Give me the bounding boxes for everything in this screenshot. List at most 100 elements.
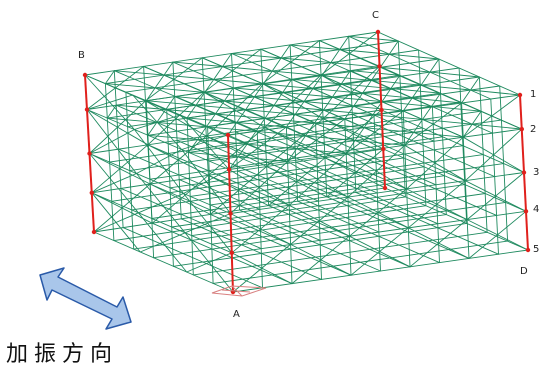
grid-member — [113, 196, 406, 242]
cross-brace — [326, 148, 384, 198]
brace-member — [422, 118, 473, 125]
vertical-member — [315, 122, 322, 280]
cross-brace — [230, 161, 289, 214]
grid-member — [147, 92, 441, 136]
brace-member — [262, 83, 314, 90]
excitation-direction-arrow — [39, 267, 132, 330]
grid-member — [268, 205, 411, 268]
cross-brace — [209, 166, 268, 215]
grid-member — [212, 240, 509, 284]
grid-member — [235, 131, 378, 194]
grid-member — [266, 166, 409, 229]
brace-member — [362, 79, 372, 94]
cross-brace — [151, 174, 209, 224]
grid-member — [93, 231, 234, 293]
brace-member — [321, 75, 372, 81]
cross-brace — [288, 152, 347, 206]
grid-member — [237, 170, 380, 233]
brace-member — [264, 105, 275, 119]
brace-member — [312, 88, 363, 94]
column-node — [519, 126, 524, 132]
brace-member — [312, 75, 323, 90]
brace-member — [214, 113, 266, 119]
brace-member — [255, 130, 306, 137]
level-label-3: 3 — [533, 167, 539, 178]
cross-brace — [264, 74, 322, 128]
grid-member — [384, 187, 529, 251]
cross-brace — [86, 109, 137, 174]
grid-member — [232, 87, 376, 150]
column-node — [375, 29, 381, 35]
grid-member — [297, 200, 440, 264]
cross-brace — [149, 135, 207, 185]
cross-brace — [184, 232, 234, 293]
column-node — [523, 209, 529, 214]
brace-member — [379, 53, 390, 68]
brace-member — [223, 100, 275, 106]
grid-member — [322, 118, 466, 182]
brace-member — [362, 92, 413, 99]
column-node — [517, 92, 523, 98]
cross-brace — [287, 118, 346, 162]
brace-member — [348, 35, 399, 42]
brace-member — [431, 105, 482, 112]
brace-member — [282, 78, 293, 93]
brace-member — [402, 97, 413, 112]
brace-member — [470, 76, 480, 91]
cross-brace — [137, 212, 188, 273]
grid-member — [239, 209, 381, 272]
vertical-member — [104, 83, 115, 242]
brace-member — [156, 121, 207, 128]
brace-member — [273, 105, 324, 111]
vertical-member — [289, 44, 299, 202]
brace-member — [411, 97, 463, 104]
brace-member — [296, 135, 306, 150]
vertical-member — [431, 106, 440, 264]
brace-member — [213, 79, 264, 85]
brace-member — [222, 66, 273, 72]
brace-member — [172, 61, 224, 67]
brace-member — [106, 104, 117, 119]
grid-member — [151, 222, 293, 285]
brace-member — [388, 53, 440, 60]
brace-member — [104, 83, 156, 89]
brace-member — [323, 96, 333, 111]
brace-member — [115, 104, 167, 110]
cross-brace — [290, 196, 349, 245]
column-node — [87, 151, 92, 156]
grid-member — [174, 96, 318, 158]
brace-member — [354, 140, 406, 146]
brace-member — [165, 96, 176, 110]
vertical-member — [478, 76, 488, 233]
cross-brace — [86, 65, 145, 110]
grid-member — [104, 40, 399, 85]
grid-member — [382, 148, 527, 212]
brace-member — [296, 148, 347, 154]
cross-brace — [179, 114, 230, 170]
vertical-member — [458, 67, 468, 224]
brace-member — [223, 87, 234, 102]
brace-member — [213, 66, 224, 80]
brace-member — [429, 58, 440, 73]
brace-member — [381, 101, 432, 107]
cross-brace — [205, 83, 263, 137]
brace-member — [471, 123, 523, 130]
cross-brace — [291, 235, 350, 285]
grid-member — [205, 135, 349, 198]
vertical-member — [172, 61, 182, 220]
vertical-member — [418, 49, 427, 207]
cross-brace — [324, 109, 382, 159]
brace-member — [195, 104, 247, 111]
cross-brace — [89, 153, 139, 214]
support-base-A — [211, 285, 267, 297]
grid-member — [264, 126, 408, 190]
level-label-2: 2 — [530, 124, 536, 135]
brace-member — [381, 88, 392, 103]
cross-brace — [89, 100, 146, 154]
column-node — [228, 211, 233, 216]
level-label-5: 5 — [533, 244, 539, 255]
truss-frame-members — [84, 31, 529, 293]
vertical-member — [438, 58, 447, 216]
cross-brace — [228, 126, 287, 170]
